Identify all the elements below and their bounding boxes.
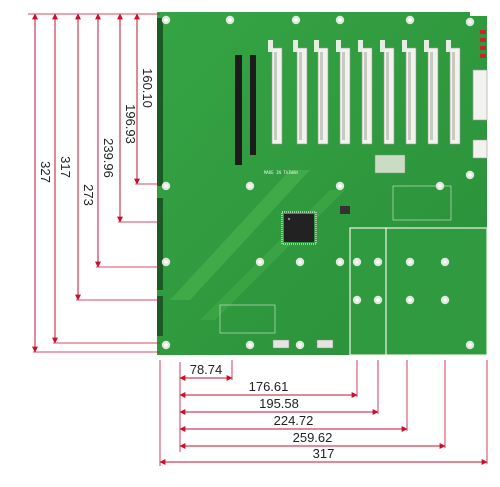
vertical-dimension: 196.93 bbox=[117, 13, 160, 223]
mounting-hole bbox=[373, 295, 383, 305]
pci-slot bbox=[446, 40, 461, 145]
copper-pad-left bbox=[349, 227, 388, 356]
horizontal-dimension: 259.62 bbox=[179, 360, 446, 449]
copper-pad-right bbox=[385, 227, 488, 356]
mounting-hole bbox=[405, 295, 415, 305]
header-strip bbox=[374, 154, 406, 174]
mounting-hole bbox=[465, 170, 475, 180]
pci-slot bbox=[358, 40, 373, 145]
horizontal-dimension-label: 259.62 bbox=[293, 430, 333, 445]
mounting-hole bbox=[405, 257, 415, 267]
mounting-hole bbox=[295, 340, 305, 350]
pci-slot bbox=[402, 40, 417, 145]
mounting-hole bbox=[161, 340, 171, 350]
horizontal-dimension-label: 317 bbox=[313, 446, 335, 461]
backplane-board: MADE IN TAIWAN bbox=[157, 12, 488, 356]
fan-connector-2 bbox=[316, 339, 334, 349]
bridge-chip bbox=[281, 211, 317, 245]
mounting-hole bbox=[255, 257, 265, 267]
mounting-hole bbox=[335, 181, 345, 191]
mounting-holes bbox=[161, 15, 475, 350]
system-host-slot bbox=[235, 55, 242, 165]
mounting-hole bbox=[245, 181, 255, 191]
mounting-hole bbox=[335, 257, 345, 267]
mounting-hole bbox=[405, 15, 415, 25]
fan-connector-1 bbox=[272, 339, 290, 349]
horizontal-dimension-label: 224.72 bbox=[274, 413, 314, 428]
vertical-dimension-label: 327 bbox=[38, 161, 53, 183]
left-edge-connectors bbox=[157, 18, 163, 336]
mounting-hole bbox=[352, 295, 362, 305]
silkscreen-table bbox=[392, 185, 452, 221]
mounting-hole bbox=[291, 15, 301, 25]
mounting-hole bbox=[440, 257, 450, 267]
mounting-hole bbox=[225, 15, 235, 25]
mounting-hole bbox=[161, 15, 171, 25]
horizontal-dimension: 317 bbox=[159, 360, 488, 465]
mounting-hole bbox=[440, 295, 450, 305]
pci-slot bbox=[336, 40, 351, 145]
mounting-hole bbox=[373, 257, 383, 267]
vertical-dimension-label: 239.96 bbox=[101, 138, 116, 178]
pci-slot bbox=[380, 40, 395, 145]
mounting-hole bbox=[352, 257, 362, 267]
mounting-hole bbox=[295, 257, 305, 267]
mounting-hole bbox=[465, 340, 475, 350]
pcie-slot bbox=[250, 55, 256, 155]
mounting-hole bbox=[465, 17, 475, 27]
pci-slot bbox=[424, 40, 439, 145]
board-marking: MADE IN TAIWAN bbox=[264, 170, 298, 175]
pci-slot bbox=[314, 40, 329, 145]
vertical-dimension: 239.96 bbox=[95, 13, 160, 268]
expansion-slots bbox=[268, 40, 461, 145]
mounting-hole bbox=[435, 181, 445, 191]
vertical-dimension: 160.10 bbox=[134, 13, 160, 185]
horizontal-dimension-label: 78.74 bbox=[190, 362, 223, 377]
vertical-dimension-label: 273 bbox=[81, 184, 96, 206]
mounting-hole bbox=[161, 181, 171, 191]
horizontal-dimension: 176.61 bbox=[179, 360, 358, 398]
aux-power-connector bbox=[472, 139, 488, 159]
small-ic bbox=[340, 206, 350, 214]
horizontal-dimension-label: 195.58 bbox=[259, 396, 299, 411]
vertical-dimension-label: 160.10 bbox=[140, 68, 155, 108]
vertical-dimension: 327 bbox=[32, 13, 160, 353]
horizontal-dimension: 195.58 bbox=[179, 360, 379, 415]
trace-band bbox=[170, 170, 310, 300]
horizontal-dimension: 78.74 bbox=[179, 360, 233, 381]
horizontal-dimension-label: 176.61 bbox=[249, 379, 289, 394]
power-leds bbox=[480, 30, 486, 58]
vertical-dimension: 317 bbox=[52, 13, 160, 344]
silkscreen-table-lower bbox=[219, 304, 276, 334]
mounting-hole bbox=[245, 340, 255, 350]
atx-power-connector bbox=[472, 69, 488, 121]
vertical-dimension-label: 196.93 bbox=[123, 104, 138, 144]
vertical-dimension-label: 317 bbox=[58, 156, 73, 178]
horizontal-dimension: 224.72 bbox=[179, 360, 408, 432]
pci-slot bbox=[293, 40, 308, 145]
mounting-hole bbox=[161, 257, 171, 267]
vertical-dimension: 273 bbox=[75, 13, 160, 301]
pci-slot bbox=[268, 40, 283, 145]
mounting-hole bbox=[335, 15, 345, 25]
